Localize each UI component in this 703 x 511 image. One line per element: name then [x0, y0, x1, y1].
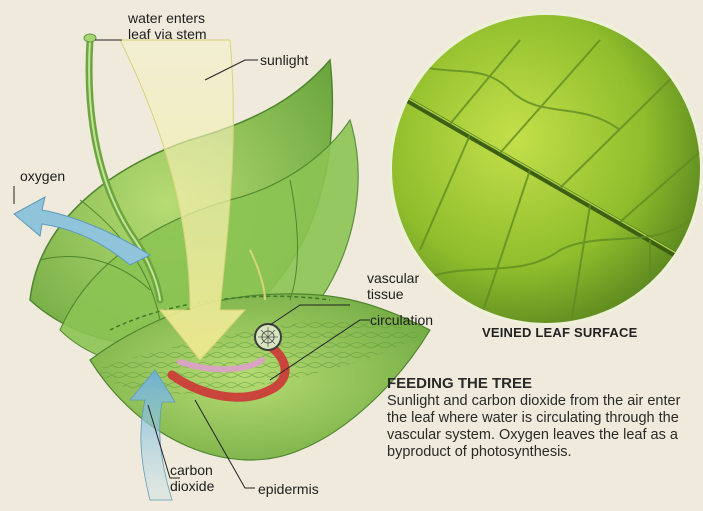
label-water: water enters leaf via stem: [128, 10, 207, 42]
veined-leaf-inset: [390, 13, 702, 330]
label-oxygen: oxygen: [20, 168, 65, 184]
section-heading: FEEDING THE TREE: [387, 375, 532, 392]
section-body: Sunlight and carbon dioxide from the air…: [387, 393, 687, 461]
label-circulation: circulation: [370, 312, 433, 328]
label-carbon-dioxide: carbon dioxide: [170, 462, 214, 494]
label-epidermis: epidermis: [258, 481, 319, 497]
inset-caption: VEINED LEAF SURFACE: [482, 325, 637, 340]
label-sunlight: sunlight: [260, 52, 308, 68]
label-vascular-tissue: vascular tissue: [367, 270, 419, 302]
